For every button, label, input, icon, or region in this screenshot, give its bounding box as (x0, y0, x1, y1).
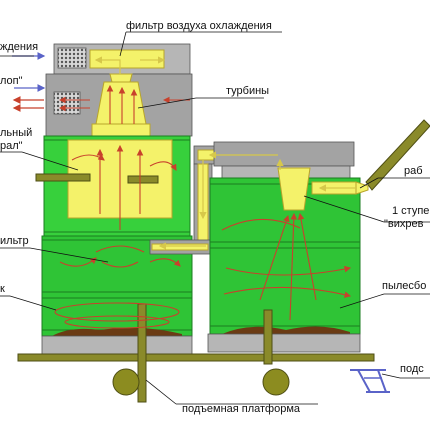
vortex-cone (277, 167, 311, 211)
label-stand: подс (400, 363, 424, 375)
leader-lines (0, 31, 430, 405)
label-turbines: турбины (226, 85, 269, 97)
cooling-filter-mesh (57, 47, 87, 69)
label-exhaust: лоп" (0, 75, 23, 87)
label-platform: подъемная платформа (182, 403, 301, 415)
turbine-cone (95, 81, 147, 125)
label-spiral-1: льный (0, 127, 32, 139)
left-spigot (35, 173, 91, 182)
airflow-arrows (12, 52, 356, 329)
dust-pile-left (52, 327, 182, 338)
inner-spigot (127, 175, 159, 184)
pre-separator-lid (213, 141, 355, 167)
label-stage-2: "вихрев (384, 218, 424, 230)
wheel-right (262, 368, 290, 396)
label-bin: к (0, 283, 5, 295)
turbine-top (109, 73, 133, 83)
label-dust-collector: пылесбо (382, 280, 426, 292)
inlet-pipe-tip (355, 181, 369, 195)
label-filter: ильтр (0, 235, 29, 247)
exhaust-grille (53, 91, 81, 115)
stand (350, 369, 390, 393)
pre-separator-base (207, 333, 361, 353)
main-unit-base (41, 335, 193, 355)
labels: фильтр воздуха охлаждения ждения лоп" ту… (0, 20, 429, 415)
label-work: раб (404, 165, 423, 177)
label-cooling-filter: фильтр воздуха охлаждения (126, 20, 272, 32)
label-stage-1: 1 ступе (392, 205, 429, 217)
label-cooling: ждения (0, 41, 38, 53)
turbine-base (91, 123, 151, 137)
suction-hose (365, 119, 430, 191)
cooling-filter-element (89, 49, 165, 69)
lifting-platform (17, 303, 375, 403)
label-spiral-2: рал" (0, 140, 23, 152)
wheel-left (112, 368, 140, 396)
pre-separator (207, 141, 369, 353)
